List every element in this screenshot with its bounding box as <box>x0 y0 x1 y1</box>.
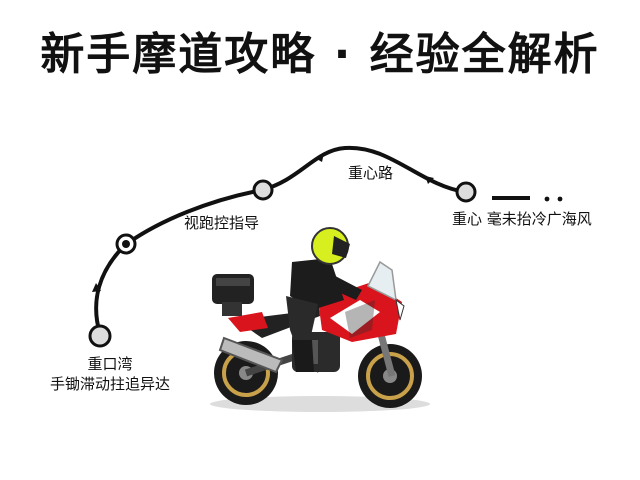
route-label-node1: 视跑控指导 <box>184 214 260 232</box>
route-node-3 <box>455 181 477 203</box>
route-label-start: 重口湾 手锄滞动拄追异达 <box>50 354 170 394</box>
route-label-node3: 重心 毫未抬冷广海风 <box>452 210 592 228</box>
route-path <box>94 145 467 336</box>
route-label-start-line1: 重口湾 <box>87 355 133 373</box>
route-node-2 <box>252 179 274 201</box>
page-title: 新手摩道攻略 · 经验全解析 <box>40 29 600 80</box>
route-arrow-icon <box>92 283 101 292</box>
route-node-start <box>88 324 112 348</box>
route-label-node2: 重心路 <box>348 164 394 182</box>
route-label-start-line2: 手锄滞动拄追异达 <box>50 375 171 393</box>
route-arrow-icon <box>425 176 434 184</box>
motorcycle-rider-illustration <box>210 227 430 412</box>
route-arrow-icon <box>315 153 324 162</box>
